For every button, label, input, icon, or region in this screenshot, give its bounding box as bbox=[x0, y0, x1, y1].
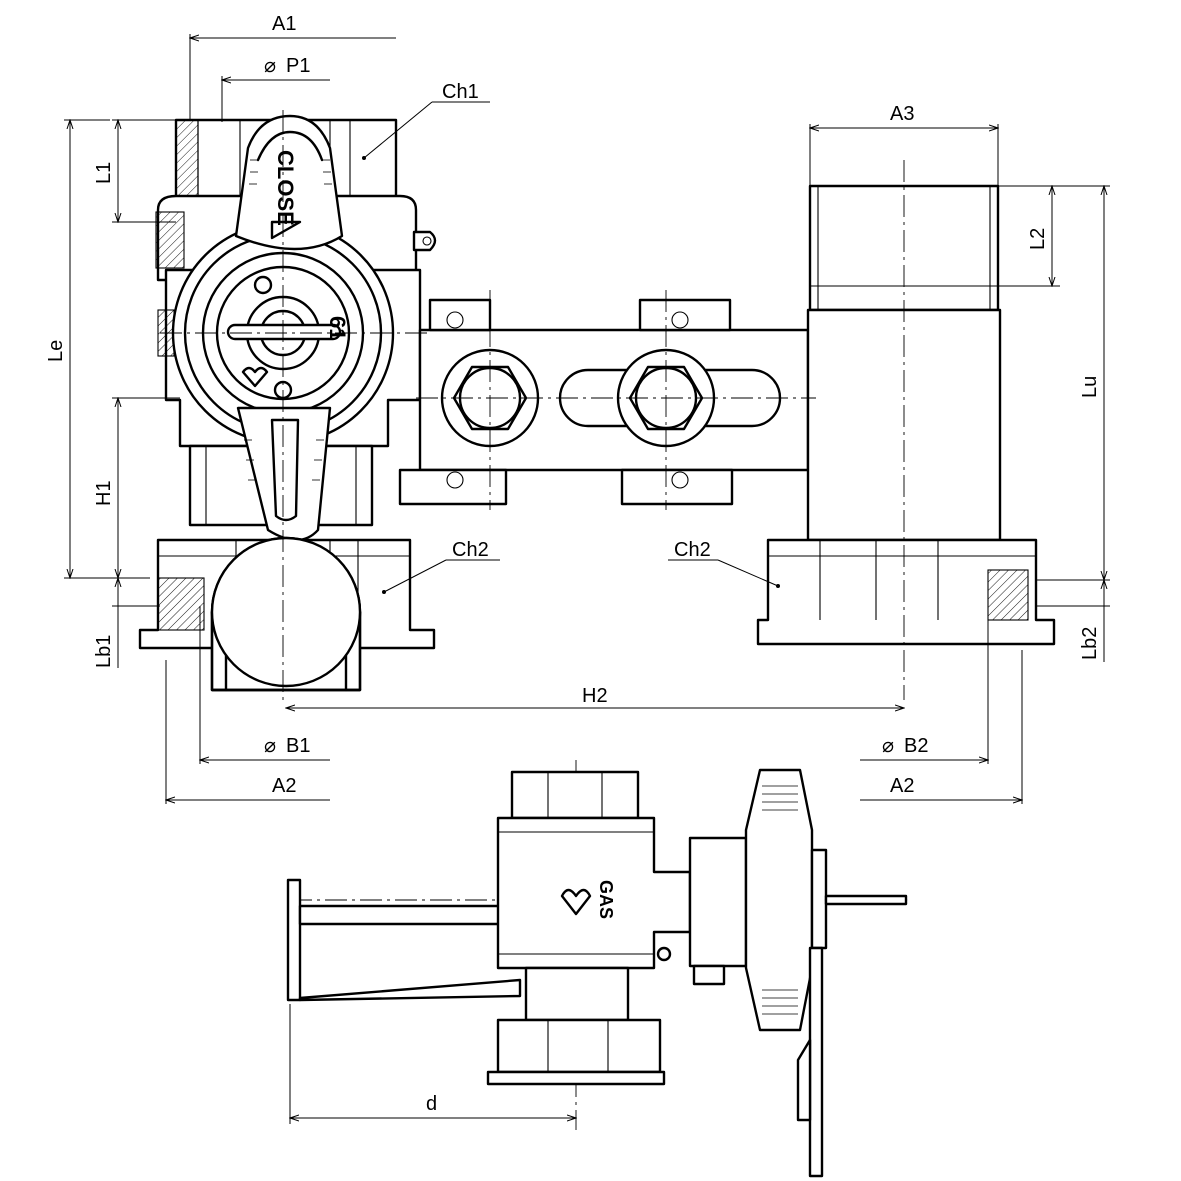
close-arrow-icon bbox=[270, 220, 302, 240]
mounting-bracket bbox=[398, 298, 810, 506]
side-valve-body bbox=[496, 816, 692, 970]
gas-flame-icon bbox=[560, 888, 592, 916]
label-d: d bbox=[426, 1093, 437, 1115]
label-lb2: Lb2 bbox=[1079, 627, 1101, 660]
left-plate bbox=[286, 878, 302, 1002]
knob-hub bbox=[688, 836, 748, 968]
label-b1: B1 bbox=[286, 735, 310, 757]
handle-text: CLOSE bbox=[273, 150, 298, 226]
label-a3: A3 bbox=[890, 103, 914, 125]
dimensions: A1 ⌀ P1 Ch1 L1 Le H1 Lb1 Ch2 bbox=[45, 13, 1110, 1124]
label-b2-symbol: ⌀ bbox=[882, 735, 894, 757]
bottom-flange bbox=[486, 1070, 666, 1086]
label-le: Le bbox=[45, 340, 67, 362]
side-text: GAS bbox=[596, 880, 616, 919]
label-h2: H2 bbox=[582, 685, 608, 707]
label-a2-left: A2 bbox=[272, 775, 296, 797]
right-plate bbox=[808, 946, 824, 1178]
label-l2: L2 bbox=[1027, 228, 1049, 250]
label-ch2-right: Ch2 bbox=[674, 539, 711, 561]
label-p1-symbol: ⌀ bbox=[264, 55, 276, 77]
lug bbox=[412, 230, 437, 252]
bottom-nut bbox=[496, 1018, 662, 1074]
knob-grip bbox=[762, 785, 798, 1015]
label-ch1: Ch1 bbox=[442, 81, 479, 103]
dial-slot bbox=[226, 323, 342, 341]
label-a2-right: A2 bbox=[890, 775, 914, 797]
flame-icon bbox=[241, 366, 269, 388]
left-valve: 61 CLOSE bbox=[138, 114, 437, 692]
label-p1: P1 bbox=[286, 55, 310, 77]
side-view: GAS bbox=[286, 768, 908, 1178]
label-b2: B2 bbox=[904, 735, 928, 757]
label-l1: L1 bbox=[93, 162, 115, 184]
label-b1-symbol: ⌀ bbox=[264, 735, 276, 757]
label-lu: Lu bbox=[1079, 376, 1101, 398]
union-nut bbox=[756, 538, 1056, 646]
star-knob bbox=[744, 768, 814, 1032]
label-a1: A1 bbox=[272, 13, 296, 35]
label-ch2-left: Ch2 bbox=[452, 539, 489, 561]
label-lb1: Lb1 bbox=[93, 635, 115, 668]
dial-number: 61 bbox=[325, 316, 350, 340]
top-nut bbox=[510, 770, 640, 820]
label-h1: H1 bbox=[93, 480, 115, 506]
